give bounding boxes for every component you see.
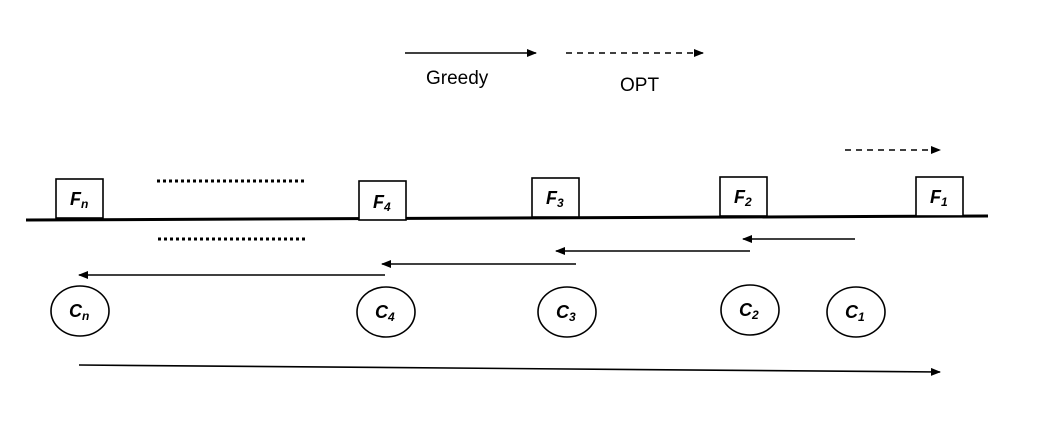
facility-fn-sub: n [81,197,88,211]
client-c2: C2 [720,284,780,336]
svg-text:C3: C3 [556,302,576,324]
facility-f1: F1 [915,176,964,217]
facility-fn: Fn [55,178,104,219]
client-c3: C3 [537,286,597,338]
opt-legend-label: OPT [620,75,659,96]
svg-text:F2: F2 [734,187,752,209]
facility-f1-base: F [930,187,942,207]
facility-f4-base: F [373,192,385,212]
client-cn-sub: n [82,309,89,323]
svg-text:Fn: Fn [70,189,88,211]
client-c2-base: C [739,300,753,320]
facility-f3-base: F [546,188,558,208]
svg-text:Cn: Cn [69,301,89,323]
client-c4-base: C [375,302,389,322]
svg-text:C2: C2 [739,300,759,322]
facility-line [25,214,989,222]
svg-text:F3: F3 [546,188,564,210]
client-c4: C4 [356,286,416,338]
facility-f3-sub: 3 [557,196,564,210]
client-c1: C1 [826,286,886,338]
greedy-legend-label: Greedy [426,68,489,89]
facility-f4-sub: 4 [383,200,391,214]
client-cn: Cn [50,285,110,337]
legend: Greedy OPT [405,49,704,96]
facility-f4: F4 [358,180,407,221]
facility-fn-base: F [70,189,82,209]
client-c3-sub: 3 [569,310,576,324]
svg-text:C4: C4 [375,302,395,324]
svg-text:C1: C1 [845,302,865,324]
long-bottom-arrow [78,364,941,376]
client-c2-sub: 2 [751,308,759,322]
facility-f2-base: F [734,187,746,207]
client-c4-sub: 4 [387,310,395,324]
client-c3-base: C [556,302,570,322]
client-cn-base: C [69,301,83,321]
facility-f2-sub: 2 [744,195,752,209]
svg-text:F4: F4 [373,192,391,214]
facility-f3: F3 [531,177,580,218]
facility-f2: F2 [719,176,768,217]
client-c1-base: C [845,302,859,322]
facility-f1-sub: 1 [941,195,948,209]
svg-text:F1: F1 [930,187,948,209]
client-c1-sub: 1 [858,310,865,324]
